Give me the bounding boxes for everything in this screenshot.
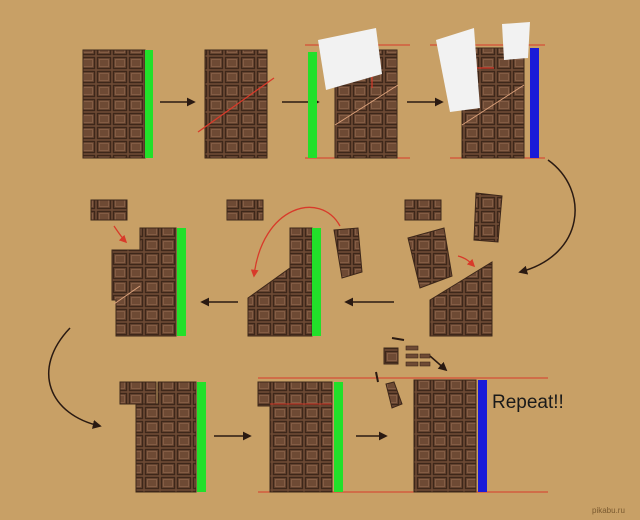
step-9-cut-marked	[258, 378, 350, 492]
step-1-whole-bar	[83, 50, 153, 158]
green-strip	[177, 228, 186, 336]
green-strip	[308, 52, 317, 158]
green-strip	[334, 382, 343, 492]
green-strip	[145, 50, 153, 158]
green-strip	[312, 228, 321, 336]
curved-arrow-icon	[114, 226, 126, 242]
paper-sheet	[436, 28, 480, 112]
blue-strip	[478, 380, 487, 492]
repeat-caption: Repeat!!	[492, 392, 564, 414]
watermark: pikabu.ru	[592, 506, 625, 515]
step-4-blue-strip-bar	[430, 22, 545, 158]
curved-arrow-icon	[49, 328, 100, 426]
curved-arrow-icon	[458, 256, 474, 266]
curved-arrow-icon	[520, 160, 575, 272]
blue-strip	[530, 48, 539, 158]
step-7-reassembled	[91, 200, 186, 336]
step-3-mark-pieces	[305, 28, 410, 158]
paper-sheet	[502, 22, 530, 60]
step-6-shift-piece	[227, 200, 362, 336]
green-strip	[197, 382, 206, 492]
step-8-bar-with-gap	[120, 382, 206, 492]
step-2-diagonal-cut	[198, 50, 274, 158]
step-5-pieces-apart	[405, 193, 502, 336]
